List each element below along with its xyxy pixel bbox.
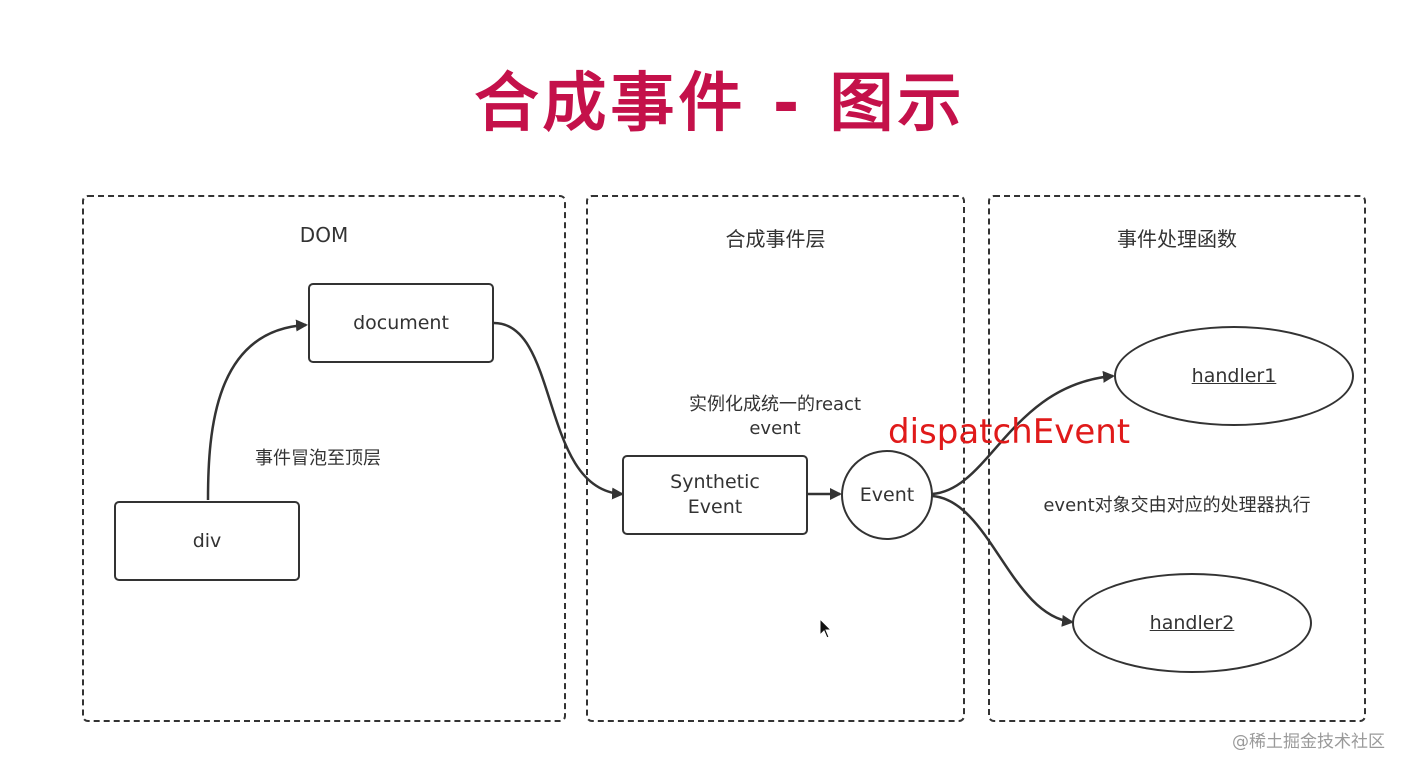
- mouse-cursor-icon: [819, 618, 833, 639]
- handler2-label: handler2: [1149, 612, 1235, 634]
- edge-event-to-handler2: [931, 494, 1074, 627]
- synthetic-layer-panel-title: 合成事件层: [725, 227, 826, 251]
- synthetic-layer-panel: 合成事件层: [586, 195, 965, 722]
- document-node: document: [308, 283, 494, 363]
- handlers-panel-title: 事件处理函数: [1117, 227, 1237, 251]
- handler1-label: handler1: [1191, 365, 1277, 387]
- event-node: Event: [841, 450, 933, 540]
- edge-event-to-handler1: [931, 370, 1115, 496]
- div-node: div: [114, 501, 300, 581]
- dom-panel-title: DOM: [299, 223, 349, 247]
- bubble-label: 事件冒泡至顶层: [255, 448, 381, 469]
- handler1-node: handler1: [1114, 326, 1354, 426]
- edge-div-to-document: [206, 319, 308, 501]
- handler2-node: handler2: [1072, 573, 1312, 673]
- handlers-panel: 事件处理函数: [988, 195, 1366, 722]
- watermark: @稀土掘金技术社区: [1232, 732, 1385, 752]
- page-title: 合成事件 - 图示: [474, 67, 966, 141]
- dispatch-event-label: dispatchEvent: [888, 412, 1131, 452]
- dom-panel: DOM: [82, 195, 566, 722]
- hand-off-label: event对象交由对应的处理器执行: [1043, 495, 1311, 516]
- instantiate-label: 实例化成统一的react event: [688, 394, 862, 440]
- synthetic-event-node: Synthetic Event: [622, 455, 808, 535]
- edge-document-to-synthetic: [493, 321, 624, 500]
